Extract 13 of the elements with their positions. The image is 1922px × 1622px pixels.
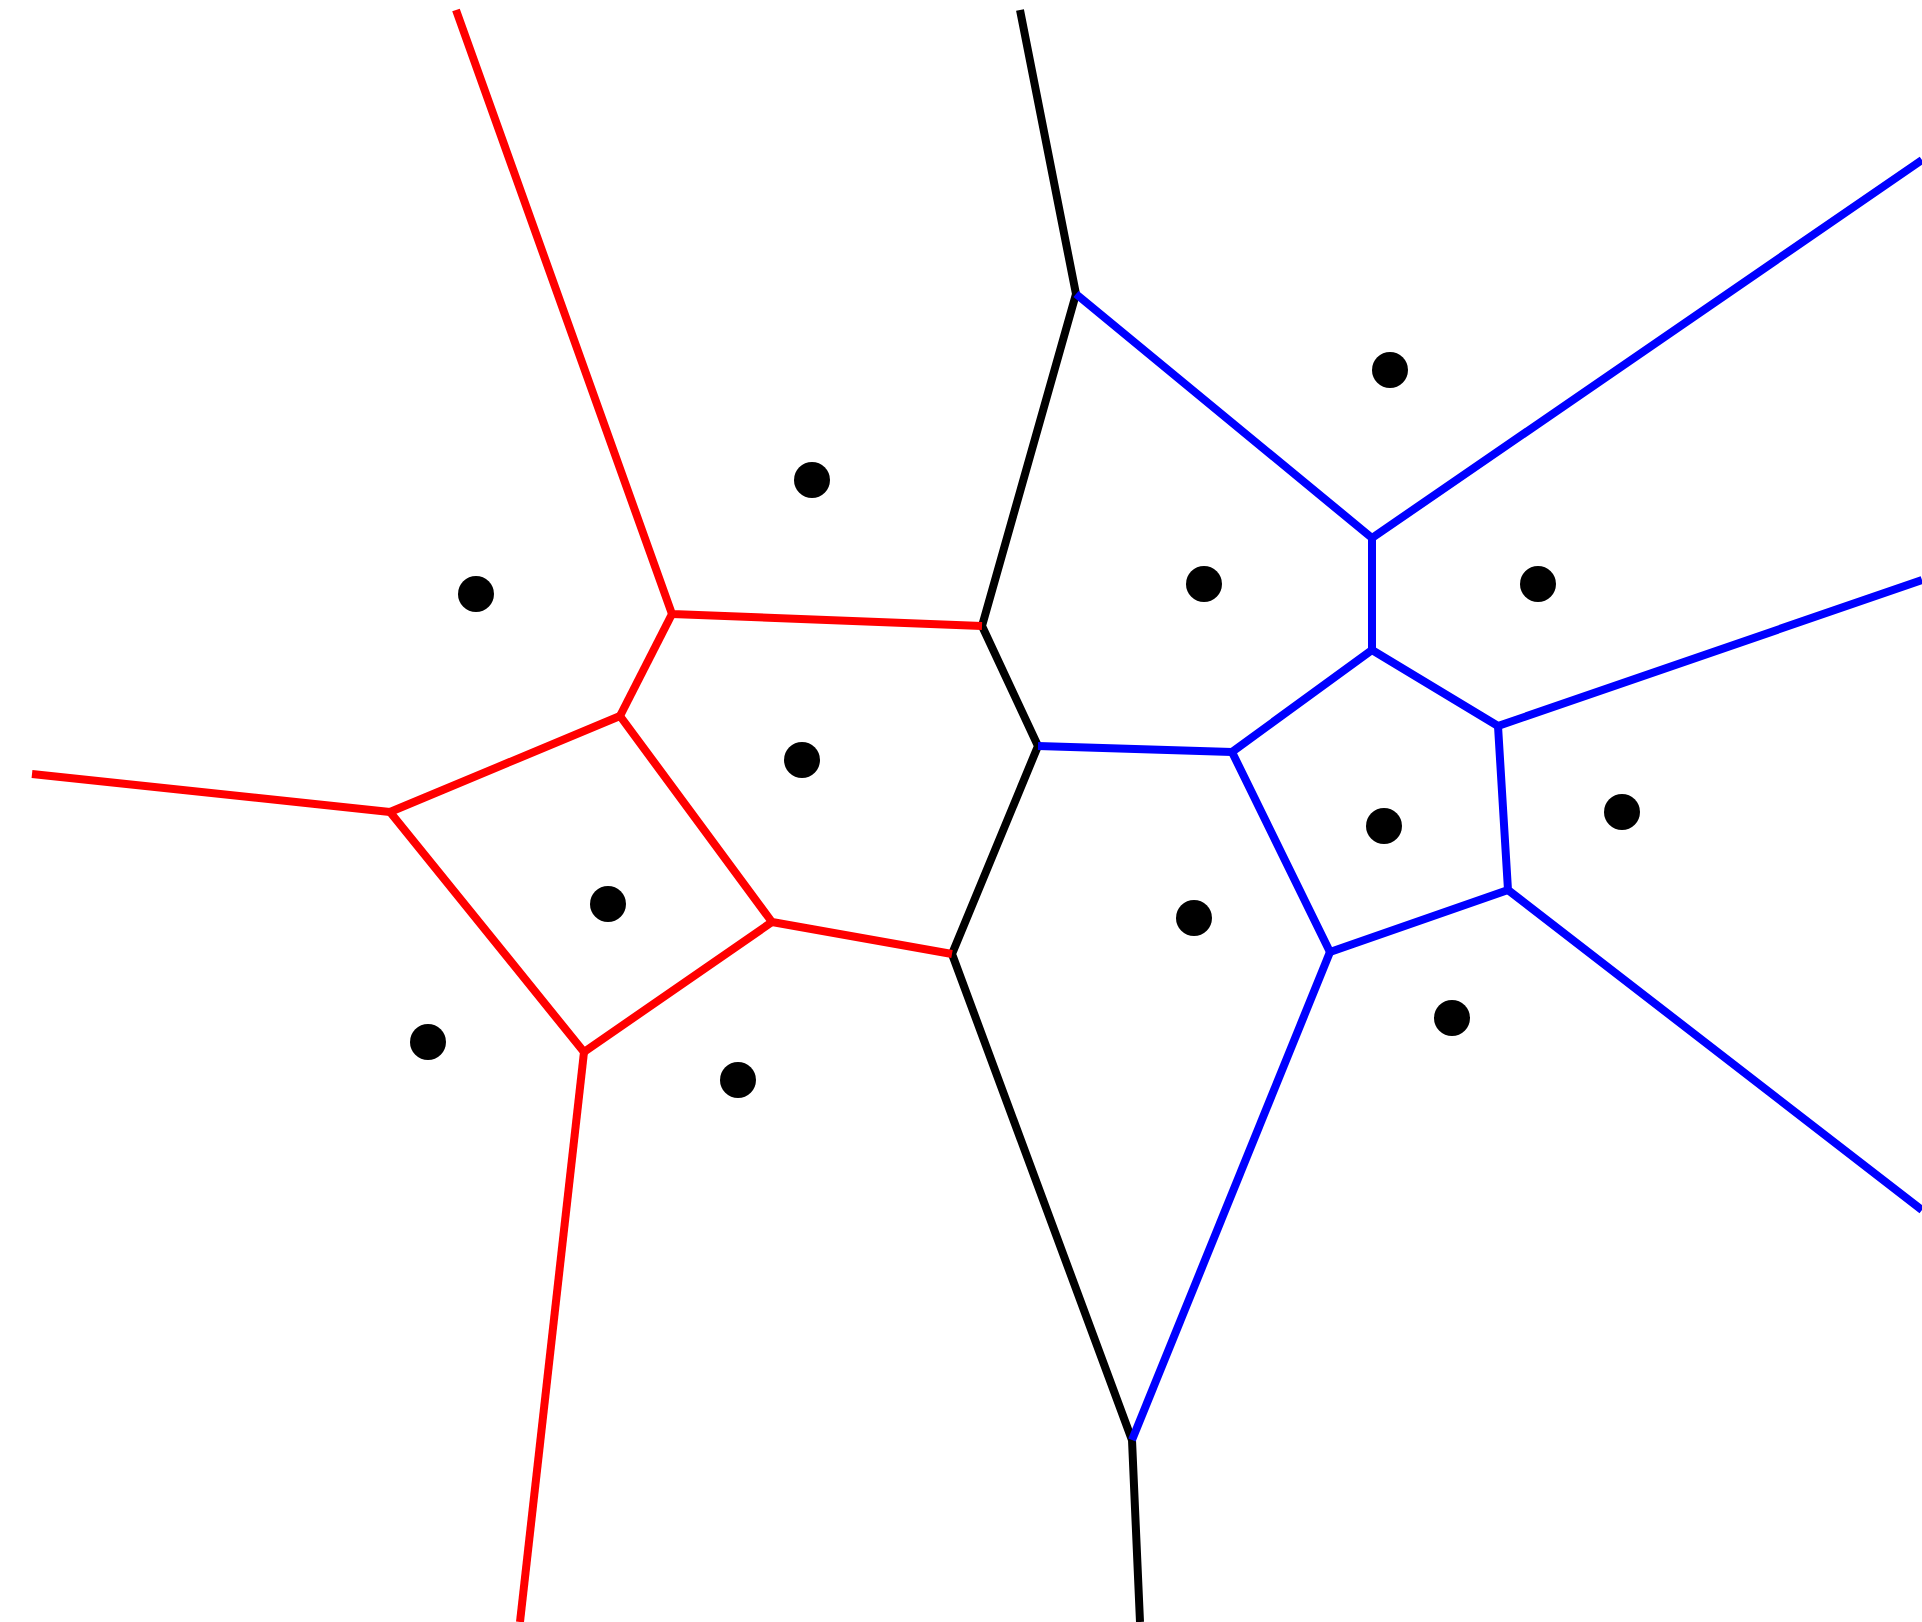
site-point (794, 462, 830, 498)
site-point (1176, 900, 1212, 936)
site-point (1434, 1000, 1470, 1036)
site-point (590, 886, 626, 922)
site-point (410, 1024, 446, 1060)
site-point (458, 576, 494, 612)
site-point (1366, 808, 1402, 844)
site-point (1372, 352, 1408, 388)
site-point (720, 1062, 756, 1098)
site-point (1520, 566, 1556, 602)
site-point (1186, 566, 1222, 602)
site-point (1604, 794, 1640, 830)
site-point (784, 742, 820, 778)
